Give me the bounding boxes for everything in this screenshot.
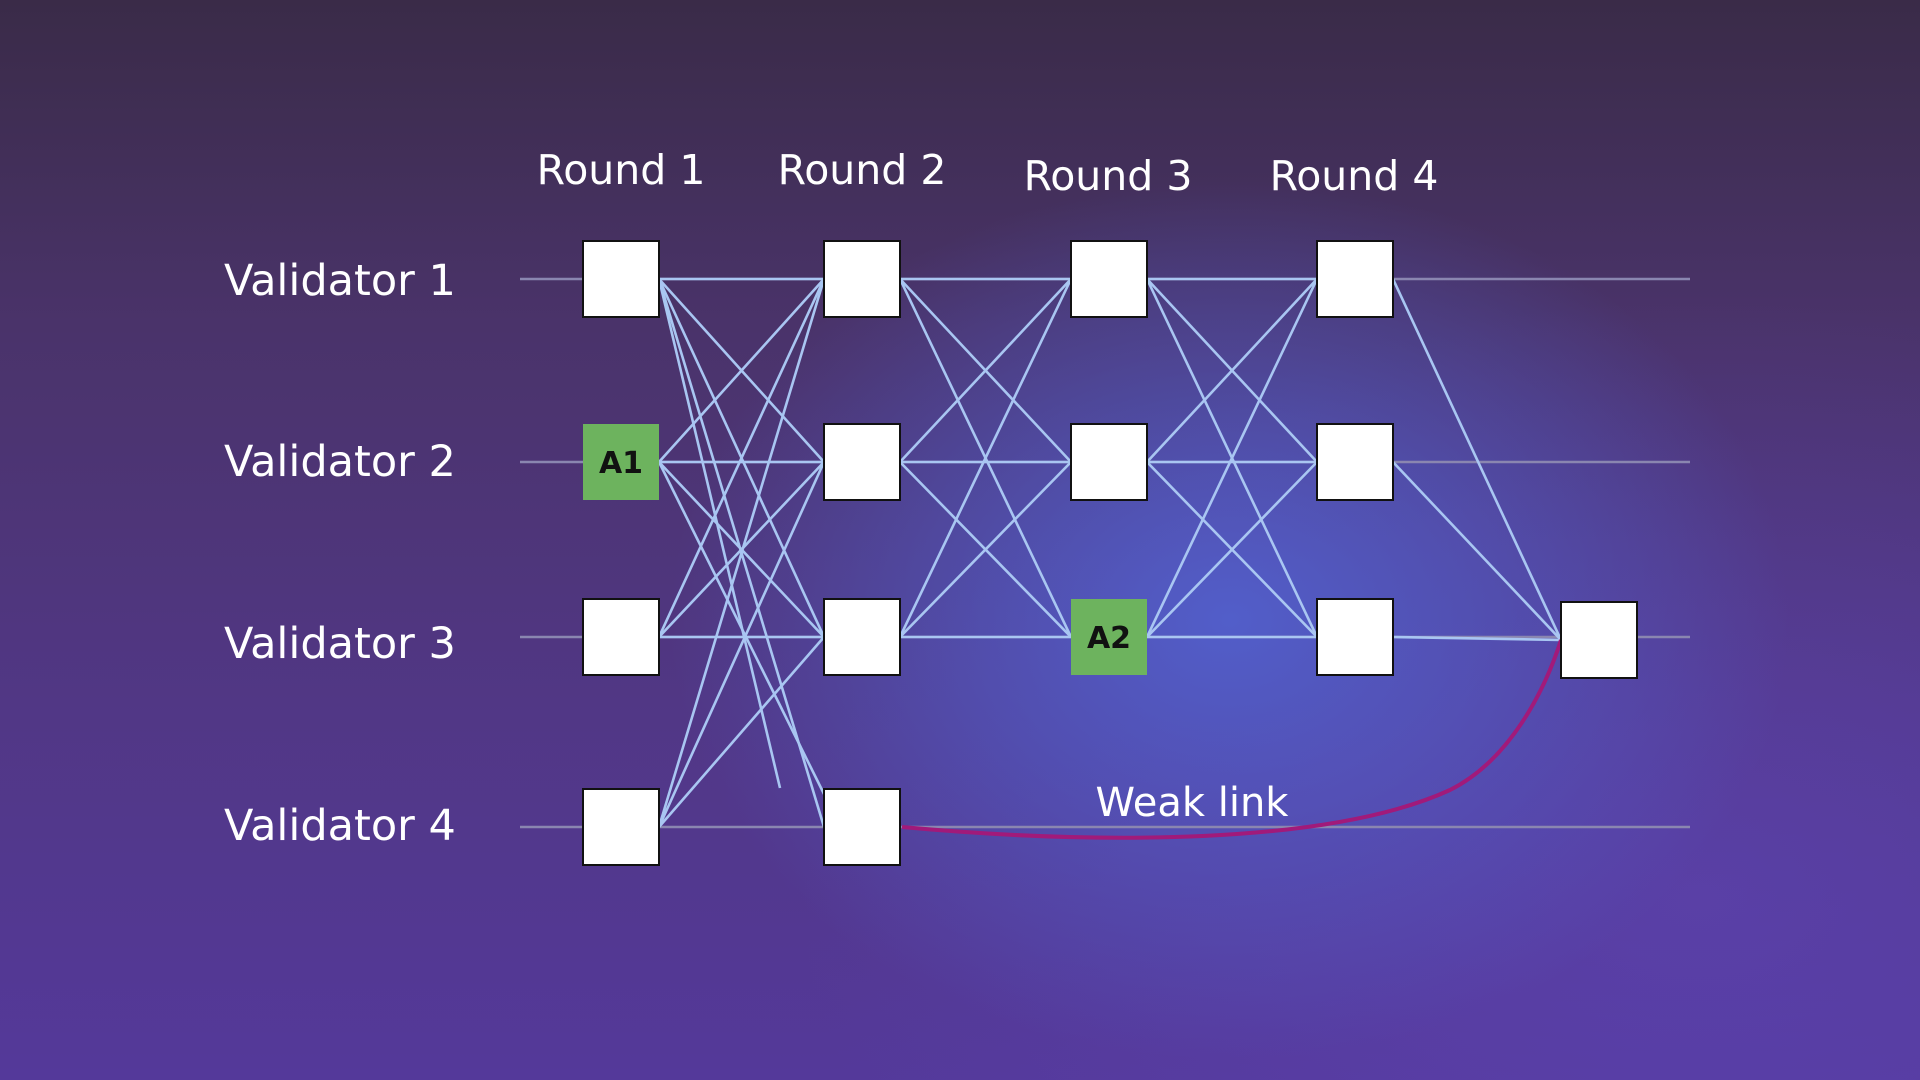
validator-3-label: Validator 3	[224, 619, 456, 669]
edge-r4v3-final	[1392, 635, 1562, 642]
round-2-label: Round 2	[778, 146, 947, 194]
edge-r4v2-final	[1392, 461, 1562, 641]
round-1-validator-1-node	[582, 240, 660, 318]
round-2-validator-3-node	[823, 598, 901, 676]
edge-r2v3-r3v1	[898, 278, 1073, 638]
anchor-a1-node	[583, 424, 659, 500]
edge-r3v2-r4v1	[1146, 278, 1318, 463]
anchor-label: A1	[599, 446, 643, 481]
edge-r1v3-r2v1	[657, 278, 826, 638]
round-1-label: Round 1	[537, 146, 706, 194]
round-4-validator-3-node	[1316, 598, 1394, 676]
round-1-validator-4-node	[582, 788, 660, 866]
round-4-validator-2-node	[1316, 423, 1394, 501]
round-2-validator-2-node	[823, 423, 901, 501]
anchor-label: A2	[1087, 621, 1131, 656]
round-4-validator-1-node	[1316, 240, 1394, 318]
dag-edges	[657, 277, 1563, 828]
edge-r1v4-r2v1	[657, 278, 826, 828]
edge-r1v1-partial	[657, 278, 782, 789]
round-2-validator-4-node	[823, 788, 901, 866]
edge-r1v2-r2v1	[658, 278, 825, 463]
round-1-validator-3-node	[582, 598, 660, 676]
final-leader-node	[1560, 601, 1638, 679]
anchor-a2-node	[1071, 599, 1147, 675]
round-3-validator-2-node	[1070, 423, 1148, 501]
round-3-validator-1-node	[1070, 240, 1148, 318]
edge-r1v2-partial	[657, 461, 829, 801]
edge-r3v3-r4v2	[1146, 461, 1318, 638]
validator-2-label: Validator 2	[224, 437, 456, 487]
round-2-validator-1-node	[823, 240, 901, 318]
edge-r1v4-r2v2	[657, 461, 826, 828]
edge-r4v1-final	[1391, 278, 1563, 641]
validator-1-label: Validator 1	[224, 256, 456, 306]
edge-r1v4-r2v3	[658, 636, 825, 828]
edge-r3v3-r4v1	[1145, 278, 1319, 638]
validator-4-label: Validator 4	[224, 801, 456, 851]
edge-r2v2-r3v1	[899, 278, 1072, 463]
edge-r2v3-r3v2	[899, 461, 1072, 638]
round-3-label: Round 3	[1024, 152, 1193, 200]
weak-link-curve	[901, 639, 1563, 840]
round-4-label: Round 4	[1270, 152, 1439, 200]
weak-link-label: Weak link	[1096, 780, 1290, 826]
